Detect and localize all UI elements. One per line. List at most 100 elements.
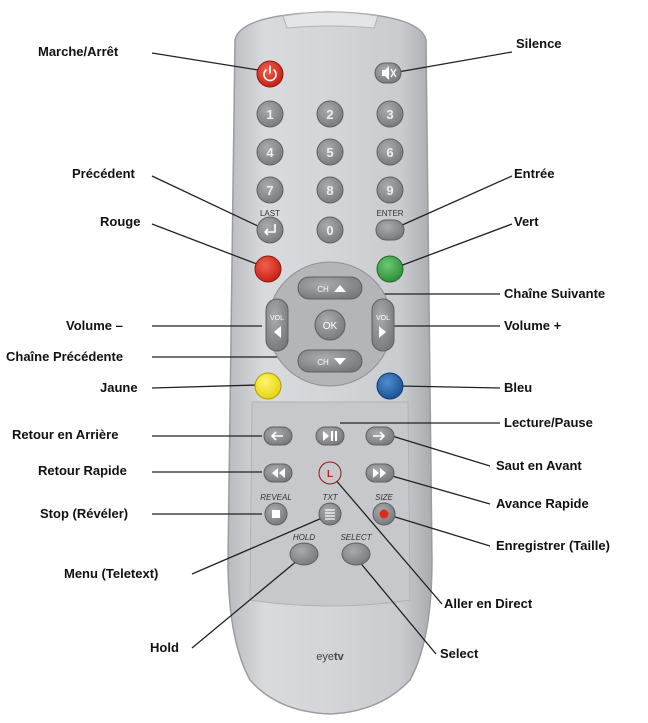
volume-down-button[interactable]: VOL [265, 298, 289, 352]
digit-key-8[interactable]: 8 [316, 176, 344, 204]
menu-icon [325, 509, 335, 520]
size-key-label: SIZE [375, 493, 393, 502]
right-arrow-icon [379, 326, 386, 338]
digit-label: 8 [326, 183, 333, 198]
navigation-pad: CH CH VOL VOL OK [265, 261, 395, 387]
txt-key-label: TXT [322, 493, 338, 502]
mute-icon [382, 66, 397, 80]
rewind-back-button[interactable] [263, 426, 293, 446]
callout-yellow: Jaune [100, 380, 138, 395]
brand-logo-light: eye [316, 651, 334, 663]
live-label: L [327, 469, 333, 480]
vol-up-label: VOL [376, 315, 390, 322]
digit-key-0[interactable]: 0 [316, 216, 344, 244]
callout-enter: Entrée [514, 166, 555, 181]
digit-key-9[interactable]: 9 [376, 176, 404, 204]
callout-mute: Silence [516, 36, 562, 51]
digit-key-7[interactable]: 7 [256, 176, 284, 204]
digit-label: 2 [326, 107, 333, 122]
enter-button[interactable] [375, 219, 405, 241]
return-icon [263, 224, 276, 236]
digit-key-6[interactable]: 6 [376, 138, 404, 166]
record-button[interactable] [372, 502, 396, 526]
red-button[interactable] [254, 255, 282, 283]
select-key-label: SELECT [340, 533, 372, 542]
callout-fast-forward: Avance Rapide [496, 496, 589, 511]
callout-channel-up: Chaîne Suivante [504, 286, 606, 301]
skip-forward-button[interactable] [365, 426, 395, 446]
callout-menu: Menu (Teletext) [64, 566, 159, 581]
fast-forward-icon [373, 468, 386, 478]
power-icon [263, 65, 277, 82]
callout-green: Vert [514, 214, 539, 229]
record-icon [379, 509, 389, 519]
reveal-key-label: REVEAL [260, 493, 292, 502]
hold-key-label: HOLD [293, 533, 315, 542]
digit-label: 6 [386, 145, 393, 160]
callout-hold: Hold [150, 640, 179, 655]
ch-down-label: CH [317, 358, 329, 367]
digit-key-3[interactable]: 3 [376, 100, 404, 128]
digit-label: 7 [266, 183, 273, 198]
callout-select: Select [440, 646, 479, 661]
digit-label: 1 [266, 107, 273, 122]
callout-rewind-back: Retour en Arrière [12, 427, 119, 442]
stop-icon [272, 510, 280, 518]
callout-red: Rouge [100, 214, 141, 229]
callout-stop: Stop (Révéler) [40, 506, 129, 521]
digit-key-4[interactable]: 4 [256, 138, 284, 166]
digit-label: 3 [386, 107, 393, 122]
ch-up-label: CH [317, 285, 329, 294]
play-pause-button[interactable] [315, 426, 345, 446]
digit-label: 5 [326, 145, 333, 160]
brand-logo: eyetv [316, 651, 344, 663]
blue-button[interactable] [376, 372, 404, 400]
last-key-label: LAST [260, 209, 280, 218]
menu-button[interactable] [318, 502, 342, 526]
fast-rewind-icon [272, 468, 285, 478]
enter-key-label: ENTER [376, 209, 403, 218]
left-arrow-icon [274, 326, 281, 338]
channel-up-button[interactable]: CH [297, 276, 363, 300]
green-button[interactable] [376, 255, 404, 283]
digit-key-5[interactable]: 5 [316, 138, 344, 166]
digit-label: 9 [386, 183, 393, 198]
ok-label: OK [323, 321, 338, 332]
callout-previous: Précédent [72, 166, 135, 181]
callout-blue: Bleu [504, 380, 533, 395]
down-arrow-icon [334, 358, 346, 365]
power-button[interactable] [256, 60, 284, 88]
select-button[interactable] [341, 542, 371, 566]
callout-skip-forward: Saut en Avant [496, 458, 582, 473]
digit-key-2[interactable]: 2 [316, 100, 344, 128]
volume-up-button[interactable]: VOL [371, 298, 395, 352]
up-arrow-icon [334, 285, 346, 292]
callout-channel-down: Chaîne Précédente [6, 349, 124, 364]
callout-fast-rewind: Retour Rapide [38, 463, 127, 478]
live-button[interactable]: L [318, 461, 342, 485]
digit-keys: 1 2 3 4 5 6 7 8 9 0 [256, 100, 404, 244]
callout-volume-down: Volume – [66, 318, 123, 333]
fast-rewind-button[interactable] [263, 463, 293, 483]
stop-button[interactable] [264, 502, 288, 526]
digit-key-1[interactable]: 1 [256, 100, 284, 128]
skip-forward-icon [373, 431, 386, 441]
ok-button[interactable]: OK [314, 309, 346, 341]
hold-button[interactable] [289, 542, 319, 566]
rewind-icon [270, 431, 283, 441]
channel-down-button[interactable]: CH [297, 349, 363, 373]
callout-play-pause: Lecture/Pause [504, 415, 593, 430]
callout-record: Enregistrer (Taille) [496, 538, 610, 553]
digit-label: 4 [266, 145, 274, 160]
fast-forward-button[interactable] [365, 463, 395, 483]
last-button[interactable] [256, 216, 284, 244]
mute-button[interactable] [374, 62, 402, 84]
callout-live: Aller en Direct [444, 596, 533, 611]
digit-label: 0 [326, 223, 333, 238]
yellow-button[interactable] [254, 372, 282, 400]
vol-down-label: VOL [270, 315, 284, 322]
callout-power: Marche/Arrêt [38, 44, 119, 59]
play-pause-icon [323, 431, 337, 441]
callout-volume-up: Volume + [504, 318, 562, 333]
